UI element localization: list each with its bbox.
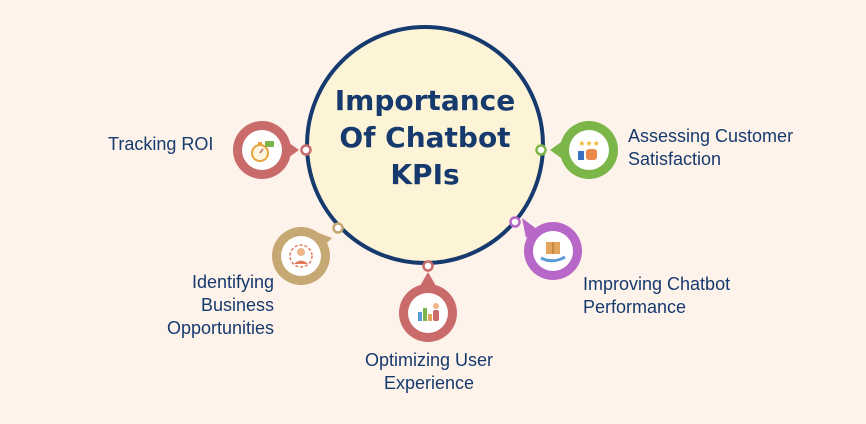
center-title-line-1: Importance (334, 84, 516, 117)
label-line: Improving Chatbot (583, 274, 731, 294)
label-business-opportunities: Identifying Business Opportunities (120, 271, 274, 340)
analytics-person-icon (418, 303, 439, 321)
center-title-line-3: KPIs (390, 158, 460, 191)
badge-performance (522, 218, 582, 280)
label-customer-satisfaction: Assessing Customer Satisfaction (628, 125, 793, 171)
connector-dot-performance (509, 216, 521, 228)
label-line: Tracking ROI (108, 134, 214, 154)
label-line: Assessing Customer (628, 126, 794, 146)
target-person-icon (289, 244, 313, 268)
badge-roi (233, 121, 299, 179)
label-line: Optimizing User (364, 350, 494, 370)
label-line: Identifying (191, 272, 274, 292)
label-line: Experience (383, 373, 475, 393)
center-title-line-2: Of Chatbot (339, 121, 511, 154)
connector-dot-business (332, 222, 344, 234)
connector-dot-ux (422, 260, 434, 272)
label-line: Business (200, 295, 274, 315)
svg-text:★★★: ★★★ (578, 139, 600, 148)
star-rating-thumbs-up-icon: ★★★ (578, 139, 600, 160)
label-line: Satisfaction (628, 149, 722, 169)
label-chatbot-performance: Improving Chatbot Performance (583, 273, 730, 319)
label-line: Opportunities (166, 318, 274, 338)
connector-dot-satisfaction (535, 144, 547, 156)
connector-dot-roi (300, 144, 312, 156)
badge-business (272, 227, 332, 285)
box-hand-icon (540, 242, 566, 263)
stopwatch-money-icon (251, 141, 274, 162)
badge-ux (399, 272, 457, 342)
label-user-experience: Optimizing User Experience (340, 349, 518, 395)
center-title: Importance Of Chatbot KPIs (305, 82, 545, 193)
badge-satisfaction: ★★★ (550, 121, 618, 179)
label-tracking-roi: Tracking ROI (108, 133, 213, 156)
label-line: Performance (583, 297, 687, 317)
